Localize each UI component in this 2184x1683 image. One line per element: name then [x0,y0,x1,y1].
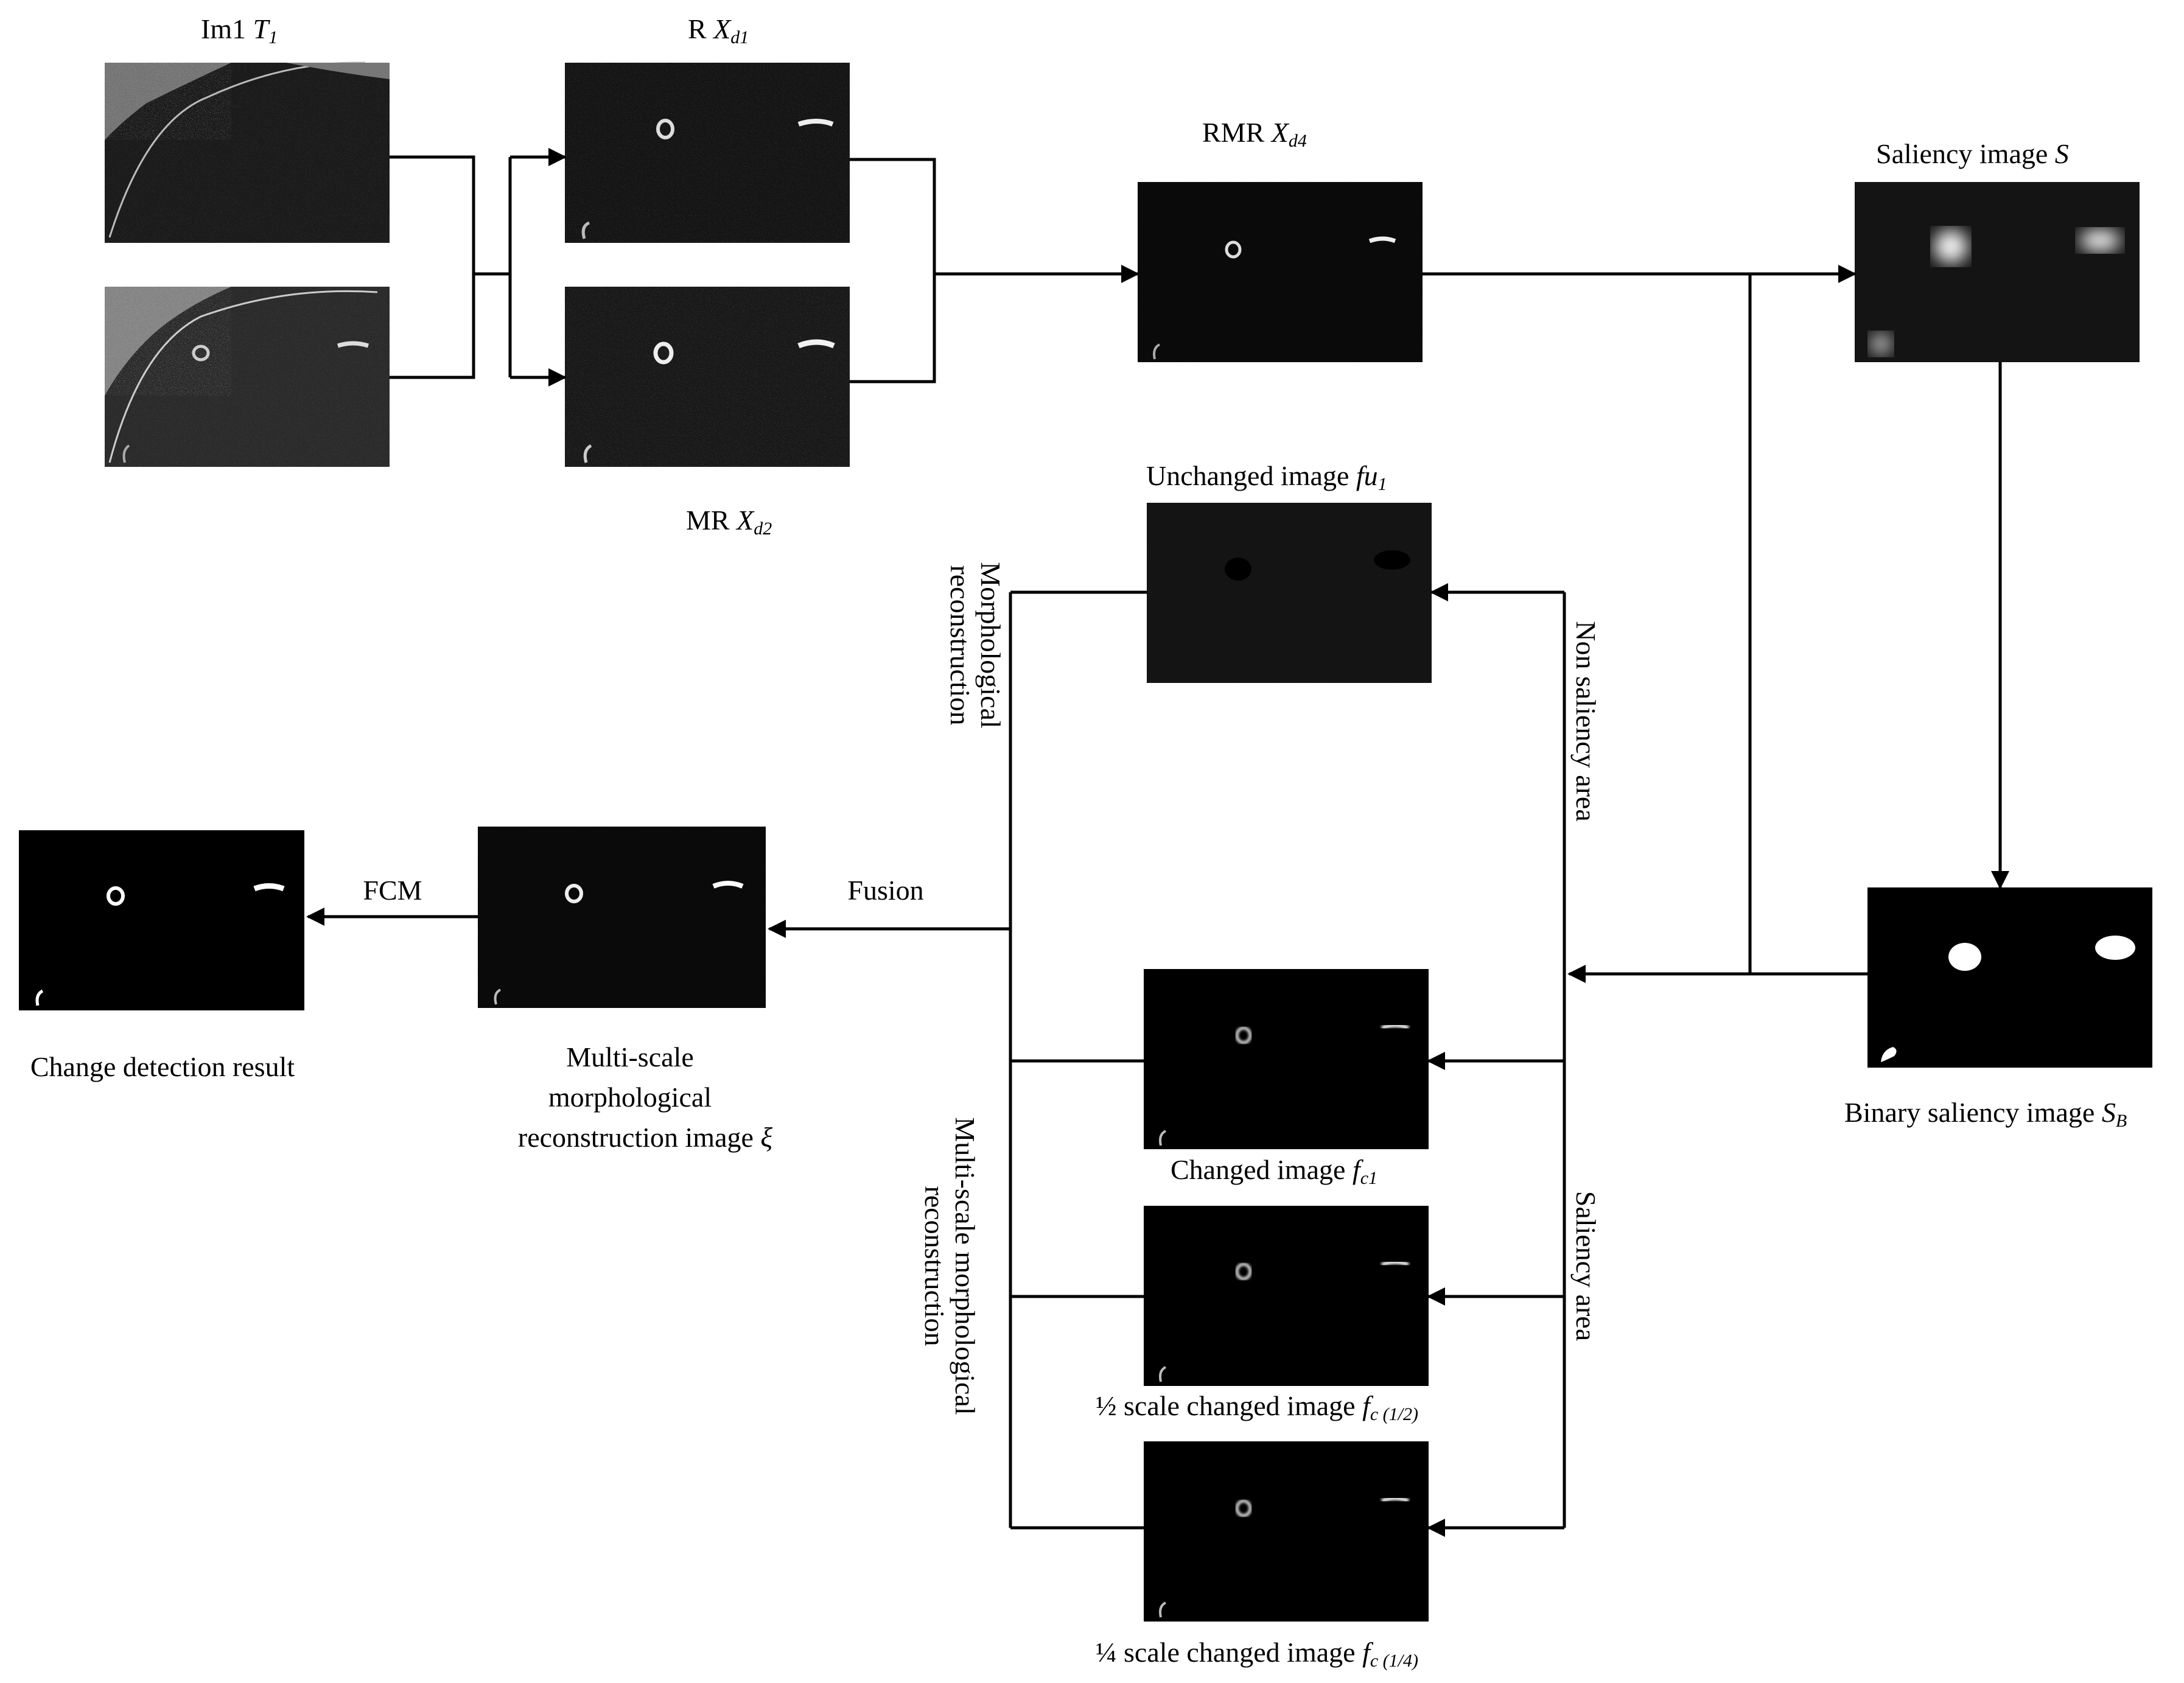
svg-text:Multi-scale: Multi-scale [566,1041,694,1072]
r-label: R Xd1 [688,13,749,47]
quarter-scale-image [1144,1441,1429,1622]
result-label: Change detection result [30,1051,295,1082]
mr-image [565,287,850,467]
non-saliency-label: Non saliency area [1570,621,1601,822]
im1-image [105,61,390,243]
svg-text:reconstruction: reconstruction [919,1186,950,1346]
rmr-label: RMR Xd4 [1202,117,1307,151]
binary-label: Binary saliency image SB [1844,1097,2127,1131]
unchanged-label: Unchanged image fu1 [1146,460,1387,494]
saliency-area-label: Saliency area [1570,1191,1601,1341]
svg-text:morphological: morphological [548,1082,712,1113]
quarter-label: ¼ scale changed image fc (1/4) [1096,1637,1418,1671]
multiscale-label: Multi-scale morphological reconstruction… [518,1041,773,1153]
morph-label: Morphological reconstruction [945,562,1006,728]
half-label: ½ scale changed image fc (1/2) [1096,1390,1418,1424]
im1-label: Im1 T1 [201,13,278,47]
unchanged-image [1147,503,1432,683]
saliency-image [1855,182,2140,362]
multiscale-image [478,827,766,1008]
svg-text:reconstruction: reconstruction [945,565,976,725]
mr-label: MR Xd2 [686,505,772,539]
svg-text:Saliency area: Saliency area [1570,1191,1601,1341]
multi-morph-label: Multi-scale morphological reconstruction [919,1117,981,1415]
fcm-label: FCM [363,875,422,906]
fusion-label: Fusion [847,875,923,906]
svg-text:Multi-scale morphological: Multi-scale morphological [950,1117,981,1415]
connectors [306,148,2009,1537]
svg-text:Non saliency area: Non saliency area [1570,621,1601,822]
result-image [19,830,304,1010]
svg-text:reconstruction image ξ: reconstruction image ξ [518,1122,773,1153]
rmr-image [1138,182,1423,362]
im2-image [105,287,390,467]
svg-text:Morphological: Morphological [975,562,1006,728]
r-image [565,63,850,243]
binary-saliency-image [1867,887,2152,1068]
changed-image [1144,969,1429,1149]
half-scale-image [1144,1206,1429,1386]
changed-label: Changed image fc1 [1171,1154,1377,1188]
saliency-label: Saliency image S [1876,138,2069,169]
